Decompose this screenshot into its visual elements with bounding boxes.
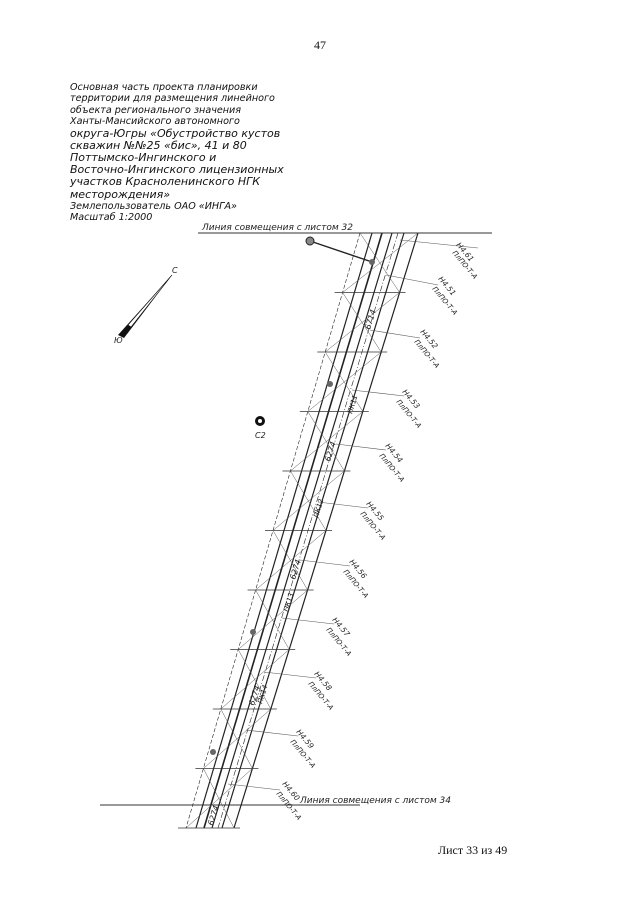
point-callout: Н4.61 ПлПО-Т-А (399, 239, 479, 281)
station-marker-label: C2 (255, 431, 266, 440)
title-line: Основная часть проекта планировки (70, 82, 258, 93)
brace-line (324, 351, 364, 412)
brace-line (272, 530, 308, 591)
point-callout: Н4.59 ПлПО-Т-А (245, 728, 317, 770)
bracing (185, 232, 419, 829)
north-arrow: С Ю (114, 266, 178, 345)
point-callout: Н4.60 ПлПО-Т-А (227, 780, 303, 822)
brace-line (238, 589, 308, 650)
brace-line (290, 470, 327, 531)
match-line-top-label: Линия совмещения с листом 32 (201, 223, 353, 233)
scale-line: Масштаб 1:2000 (70, 212, 153, 224)
land-user-line: Землепользователь ОАО «ИНГА» (70, 200, 237, 212)
point-callout: Н4.53 ПлПО-Т-А (351, 388, 423, 430)
node-markers (210, 259, 375, 755)
point-callout: Н4.51 ПлПО-Т-А (385, 275, 459, 317)
well-marker (305, 236, 315, 246)
point-callout: Н4.52 ПлПО-Т-А (369, 328, 441, 370)
south-letter: Ю (114, 336, 123, 345)
connection-line (309, 240, 373, 263)
title-line: Поттымско-Ингинского и (70, 151, 217, 165)
title-block: Основная часть проекта планировки террит… (70, 82, 310, 224)
title-line: Восточно-Ингинского лицензионных (70, 163, 284, 177)
title-line: округа-Югры «Обустройство кустов (70, 126, 281, 140)
page-number: 47 (314, 38, 326, 52)
match-line-bottom-label: Линия совмещения с листом 34 (299, 796, 451, 806)
brace-line (342, 292, 382, 353)
title-line: территории для размещения линейного (70, 93, 275, 105)
title-line: месторождения» (70, 187, 170, 201)
point-callout: Н4.55 ПлПО-Т-А (317, 500, 387, 542)
brace-line (342, 232, 419, 293)
brace-line (290, 411, 363, 472)
station-marker: C2 (255, 416, 266, 440)
picket-label: ПК12 (312, 497, 325, 518)
title-line: объекта регионального значения (70, 104, 242, 116)
brace-line (307, 411, 345, 472)
north-letter: С (172, 266, 178, 275)
brace-line (255, 530, 327, 591)
title-line: скважин №№25 «бис», 41 и 80 (70, 138, 247, 152)
point-callout: Н4.58 ПлПО-Т-А (263, 670, 335, 712)
brace-line (220, 708, 253, 769)
brace-line (203, 708, 271, 769)
title-line: Ханты-Мансийского автономного (70, 116, 240, 128)
brace-line (237, 649, 272, 710)
title-line: участков Красноленинского НГК (70, 175, 261, 189)
brace-line (325, 292, 400, 353)
sheet-label: Лист 33 из 49 (438, 843, 508, 857)
brace-line (307, 351, 382, 412)
corridor-label: 6274 (323, 440, 338, 462)
brace-line (359, 232, 400, 293)
brace-line (272, 470, 345, 531)
brace-line (203, 768, 235, 829)
cross-sections (178, 232, 424, 829)
brace-line (220, 649, 290, 710)
brace-line (255, 589, 290, 650)
brace-line (185, 768, 253, 829)
